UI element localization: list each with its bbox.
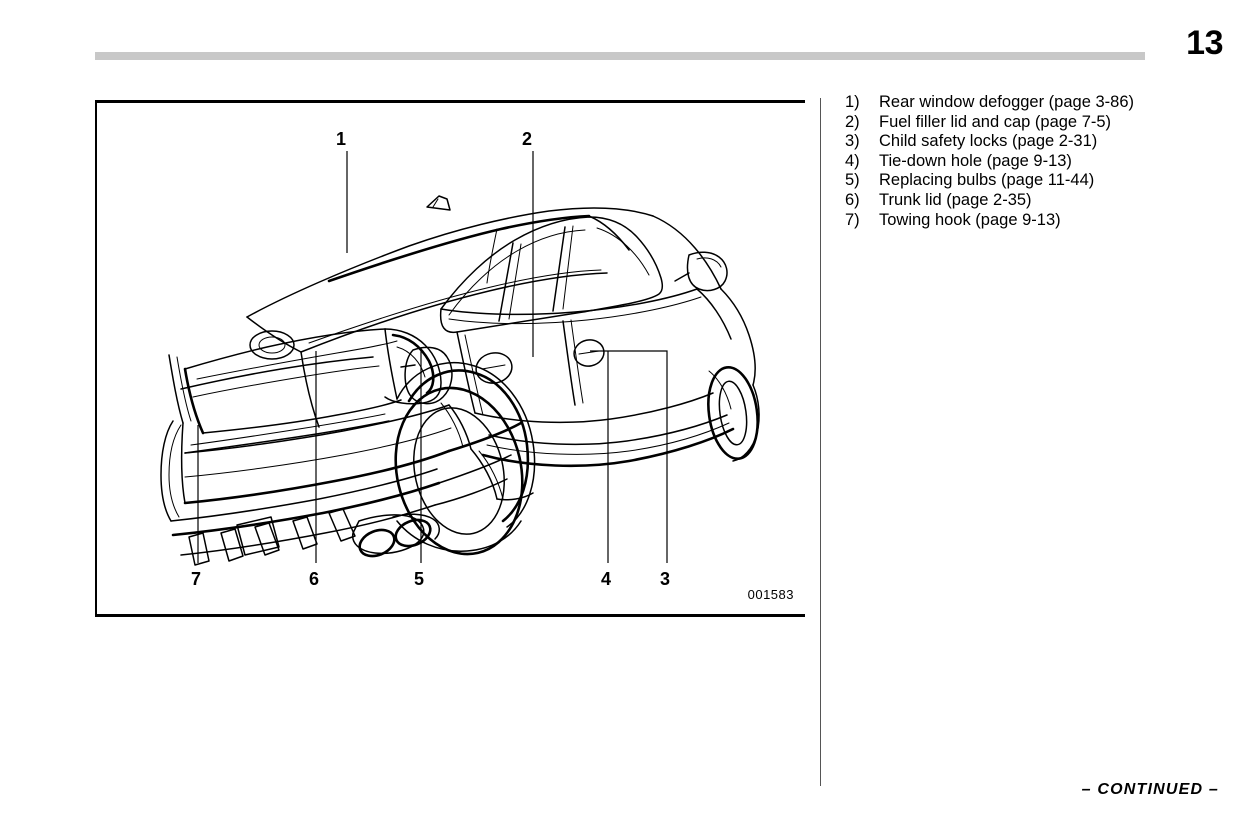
callout-6: 6 [309, 569, 319, 589]
legend-item: 2) Fuel filler lid and cap (page 7-5) [845, 113, 1225, 133]
leader-lines [197, 151, 668, 563]
legend-item-index: 5) [845, 171, 860, 190]
callout-1: 1 [336, 129, 346, 149]
continued-note: – CONTINUED – [1081, 781, 1219, 798]
legend-item: 7) Towing hook (page 9-13) [845, 211, 1225, 231]
legend-item-label: Tie-down hole (page 9-13) [879, 151, 1072, 170]
car-body-outline [160, 195, 760, 566]
column-divider [820, 98, 821, 786]
legend-item-label: Rear window defogger (page 3-86) [879, 93, 1134, 111]
legend-item: 1) Rear window defogger (page 3-86) [845, 93, 1225, 113]
callout-2: 2 [522, 129, 532, 149]
figure-id-code: 001583 [747, 587, 794, 602]
legend-item-index: 3) [845, 132, 860, 151]
callout-3: 3 [660, 569, 670, 589]
legend-item-label: Trunk lid (page 2-35) [879, 190, 1032, 209]
legend-item-index: 1) [845, 93, 860, 111]
legend-item-index: 4) [845, 151, 860, 170]
legend-item: 6) Trunk lid (page 2-35) [845, 191, 1225, 211]
callout-7: 7 [191, 569, 201, 589]
legend-list: 1) Rear window defogger (page 3-86) 2) F… [845, 93, 1225, 230]
callout-5: 5 [414, 569, 424, 589]
legend-item-label: Child safety locks (page 2-31) [879, 132, 1098, 151]
header-rule [95, 52, 1145, 60]
legend-item-label: Towing hook (page 9-13) [879, 210, 1061, 229]
car-illustration: 1 2 3 4 5 6 7 [160, 129, 760, 589]
callout-numbers: 1 2 3 4 5 6 7 [191, 129, 670, 589]
figure-frame: 1 2 3 4 5 6 7 001583 [95, 100, 805, 617]
legend-item-index: 7) [845, 210, 860, 229]
page-number: 13 [1186, 24, 1223, 62]
legend-item-label: Fuel filler lid and cap (page 7-5) [879, 112, 1112, 131]
callout-4: 4 [601, 569, 611, 589]
legend-item-index: 2) [845, 112, 860, 131]
legend-item-index: 6) [845, 190, 860, 209]
legend-item: 3) Child safety locks (page 2-31) [845, 132, 1225, 152]
legend-item: 4) Tie-down hole (page 9-13) [845, 152, 1225, 172]
legend-item: 5) Replacing bulbs (page 11-44) [845, 171, 1225, 191]
legend-item-label: Replacing bulbs (page 11-44) [879, 171, 1095, 190]
